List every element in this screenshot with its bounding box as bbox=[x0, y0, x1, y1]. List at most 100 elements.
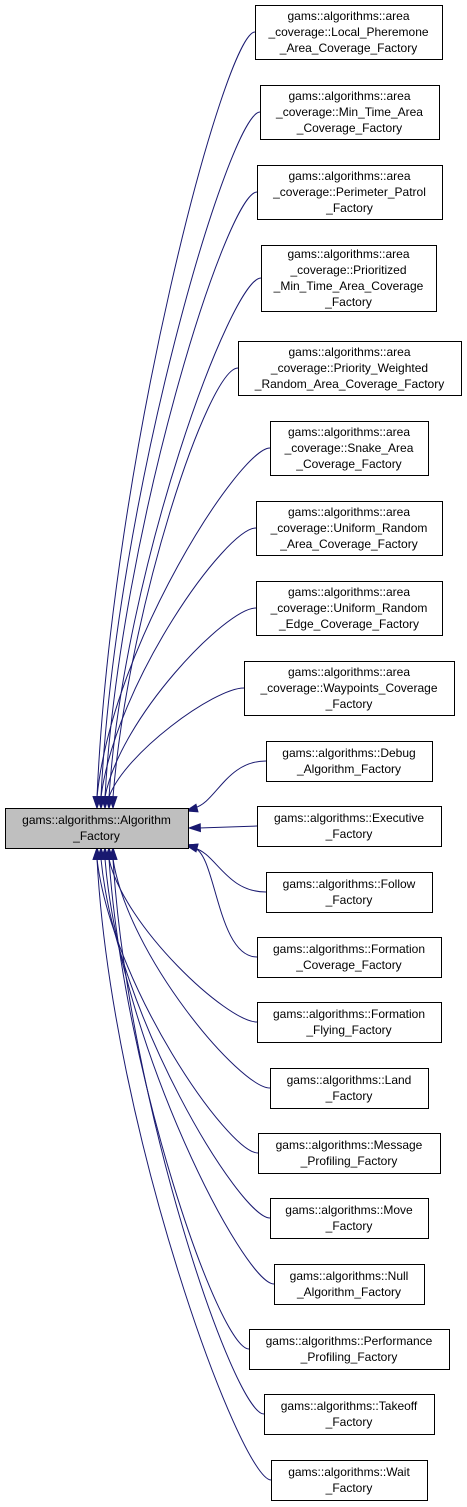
derived-class-node-formation-coverage-label-line: gams::algorithms::Formation bbox=[273, 942, 425, 956]
derived-class-node-performance-profiling-box bbox=[249, 1329, 450, 1370]
derived-class-node-debug-algorithm[interactable]: gams::algorithms::Debug_Algorithm_Factor… bbox=[266, 741, 433, 782]
derived-class-node-snake-area-box bbox=[270, 421, 429, 476]
derived-class-node-takeoff-box bbox=[264, 1394, 435, 1435]
derived-class-node-local-pheremone-label-line: _Area_Coverage_Factory bbox=[279, 41, 417, 55]
derived-class-node-formation-flying-label-line: _Flying_Factory bbox=[305, 1023, 391, 1037]
derived-class-node-performance-profiling[interactable]: gams::algorithms::Performance_Profiling_… bbox=[249, 1329, 450, 1370]
edge-perimeter-patrol bbox=[104, 191, 258, 798]
derived-class-node-priority-weighted-random[interactable]: gams::algorithms::area_coverage::Priorit… bbox=[238, 341, 462, 396]
derived-class-node-formation-flying-box bbox=[257, 1002, 442, 1043]
derived-class-node-follow-box bbox=[266, 872, 433, 913]
derived-class-node-null-algorithm-label-line: gams::algorithms::Null bbox=[290, 1269, 409, 1283]
derived-class-node-uniform-random-edge-label-line: gams::algorithms::area bbox=[288, 585, 410, 599]
derived-class-node-min-time-area[interactable]: gams::algorithms::area_coverage::Min_Tim… bbox=[260, 85, 440, 140]
edge-waypoints-coverage bbox=[108, 687, 245, 798]
root-class-node-box bbox=[5, 808, 189, 849]
derived-class-node-land[interactable]: gams::algorithms::Land_Factory bbox=[270, 1068, 429, 1109]
derived-class-node-formation-flying[interactable]: gams::algorithms::Formation_Flying_Facto… bbox=[257, 1002, 442, 1043]
derived-class-node-executive-label-line: gams::algorithms::Executive bbox=[274, 811, 424, 825]
derived-class-node-message-profiling-label-line: _Profiling_Factory bbox=[300, 1154, 398, 1168]
edge-takeoff bbox=[112, 858, 265, 1415]
derived-class-node-message-profiling-box bbox=[258, 1133, 441, 1174]
derived-class-node-wait-box bbox=[271, 1460, 428, 1501]
derived-class-node-local-pheremone-label-line: gams::algorithms::area bbox=[287, 9, 409, 23]
derived-class-node-uniform-random-area-label-line: gams::algorithms::area bbox=[288, 505, 410, 519]
derived-class-node-prioritized-min-time-label-line: _Factory bbox=[324, 295, 372, 309]
edge-performance-profiling bbox=[108, 858, 250, 1350]
derived-class-node-message-profiling[interactable]: gams::algorithms::Message_Profiling_Fact… bbox=[258, 1133, 441, 1174]
derived-class-node-wait-label-line: gams::algorithms::Wait bbox=[288, 1465, 410, 1479]
derived-class-node-waypoints-coverage-box bbox=[244, 661, 455, 716]
derived-class-node-land-label-line: gams::algorithms::Land bbox=[287, 1073, 412, 1087]
derived-class-node-prioritized-min-time-box bbox=[261, 245, 437, 312]
derived-class-node-executive[interactable]: gams::algorithms::Executive_Factory bbox=[257, 806, 442, 847]
derived-class-node-move-label-line: _Factory bbox=[325, 1219, 373, 1233]
derived-class-node-uniform-random-edge[interactable]: gams::algorithms::area_coverage::Uniform… bbox=[256, 581, 443, 636]
derived-class-node-debug-algorithm-label-line: gams::algorithms::Debug bbox=[282, 746, 415, 760]
derived-class-node-uniform-random-edge-label-line: _coverage::Uniform_Random bbox=[270, 601, 428, 615]
derived-class-node-uniform-random-edge-box bbox=[256, 581, 443, 636]
edge-move bbox=[100, 858, 271, 1219]
edge-local-pheremone bbox=[96, 31, 256, 798]
edge-executive-arrowhead bbox=[187, 823, 201, 833]
derived-class-node-prioritized-min-time-label-line: gams::algorithms::area bbox=[287, 247, 409, 261]
derived-class-node-move-label-line: gams::algorithms::Move bbox=[285, 1203, 413, 1217]
root-class-node-label-line: _Factory bbox=[72, 829, 120, 843]
derived-class-node-wait[interactable]: gams::algorithms::Wait_Factory bbox=[271, 1460, 428, 1501]
derived-class-node-takeoff-label-line: _Factory bbox=[325, 1415, 373, 1429]
root-class-node[interactable]: gams::algorithms::Algorithm_Factory bbox=[5, 808, 189, 849]
edge-formation-coverage bbox=[193, 847, 258, 958]
derived-class-node-snake-area-label-line: gams::algorithms::area bbox=[288, 425, 410, 439]
edge-formation-flying bbox=[108, 858, 258, 1023]
derived-class-node-perimeter-patrol[interactable]: gams::algorithms::area_coverage::Perimet… bbox=[257, 165, 443, 220]
edge-takeoff-arrowhead bbox=[108, 846, 118, 860]
derived-class-node-local-pheremone-label-line: _coverage::Local_Pheremone bbox=[267, 25, 428, 39]
derived-class-node-debug-algorithm-label-line: _Algorithm_Factory bbox=[296, 762, 401, 776]
derived-class-node-min-time-area-label-line: _Coverage_Factory bbox=[296, 121, 402, 135]
derived-class-node-uniform-random-area-box bbox=[256, 501, 443, 556]
derived-class-node-waypoints-coverage-label-line: _Factory bbox=[325, 697, 373, 711]
edges-layer bbox=[92, 31, 275, 1481]
edge-wait-arrowhead bbox=[92, 846, 102, 860]
derived-class-node-min-time-area-label-line: _coverage::Min_Time_Area bbox=[275, 105, 423, 119]
derived-class-node-prioritized-min-time[interactable]: gams::algorithms::area_coverage::Priorit… bbox=[261, 245, 437, 312]
edge-executive bbox=[198, 825, 258, 829]
derived-class-node-land-box bbox=[270, 1068, 429, 1109]
derived-class-node-wait-label-line: _Factory bbox=[325, 1481, 373, 1495]
derived-class-node-formation-flying-label-line: gams::algorithms::Formation bbox=[273, 1007, 425, 1021]
derived-class-node-debug-algorithm-box bbox=[266, 741, 433, 782]
edge-uniform-random-area bbox=[100, 527, 257, 798]
derived-class-node-priority-weighted-random-box bbox=[238, 341, 462, 396]
derived-class-node-min-time-area-box bbox=[260, 85, 440, 140]
derived-class-node-move[interactable]: gams::algorithms::Move_Factory bbox=[270, 1198, 429, 1239]
derived-class-node-snake-area[interactable]: gams::algorithms::area_coverage::Snake_A… bbox=[270, 421, 429, 476]
derived-class-node-waypoints-coverage[interactable]: gams::algorithms::area_coverage::Waypoin… bbox=[244, 661, 455, 716]
derived-class-node-perimeter-patrol-label-line: gams::algorithms::area bbox=[288, 169, 410, 183]
derived-class-node-formation-coverage[interactable]: gams::algorithms::Formation_Coverage_Fac… bbox=[257, 937, 442, 978]
edge-null-algorithm bbox=[104, 858, 275, 1285]
derived-class-node-formation-coverage-label-line: _Coverage_Factory bbox=[295, 958, 401, 972]
derived-class-node-follow-label-line: _Factory bbox=[325, 893, 373, 907]
derived-class-node-null-algorithm[interactable]: gams::algorithms::Null_Algorithm_Factory bbox=[274, 1264, 425, 1305]
derived-class-node-follow-label-line: gams::algorithms::Follow bbox=[283, 877, 416, 891]
derived-class-node-performance-profiling-label-line: gams::algorithms::Performance bbox=[266, 1334, 433, 1348]
edge-wait bbox=[96, 858, 272, 1481]
derived-class-node-follow[interactable]: gams::algorithms::Follow_Factory bbox=[266, 872, 433, 913]
derived-class-node-uniform-random-area-label-line: _coverage::Uniform_Random bbox=[270, 521, 428, 535]
derived-class-node-takeoff-label-line: gams::algorithms::Takeoff bbox=[281, 1399, 418, 1413]
derived-class-node-takeoff[interactable]: gams::algorithms::Takeoff_Factory bbox=[264, 1394, 435, 1435]
derived-class-node-executive-box bbox=[257, 806, 442, 847]
derived-class-node-local-pheremone-box bbox=[255, 5, 443, 60]
derived-class-node-snake-area-label-line: _coverage::Snake_Area bbox=[284, 441, 414, 455]
edge-snake-area bbox=[96, 447, 271, 798]
edge-debug-algorithm bbox=[193, 760, 267, 809]
edge-follow bbox=[193, 847, 267, 893]
derived-class-node-perimeter-patrol-label-line: _coverage::Perimeter_Patrol bbox=[272, 185, 426, 199]
derived-class-node-min-time-area-label-line: gams::algorithms::area bbox=[288, 89, 410, 103]
derived-class-node-uniform-random-area[interactable]: gams::algorithms::area_coverage::Uniform… bbox=[256, 501, 443, 556]
root-class-node-label-line: gams::algorithms::Algorithm bbox=[22, 813, 171, 827]
edge-message-profiling bbox=[96, 858, 259, 1154]
derived-class-node-local-pheremone[interactable]: gams::algorithms::area_coverage::Local_P… bbox=[255, 5, 443, 60]
derived-class-node-priority-weighted-random-label-line: _coverage::Priority_Weighted bbox=[270, 361, 428, 375]
